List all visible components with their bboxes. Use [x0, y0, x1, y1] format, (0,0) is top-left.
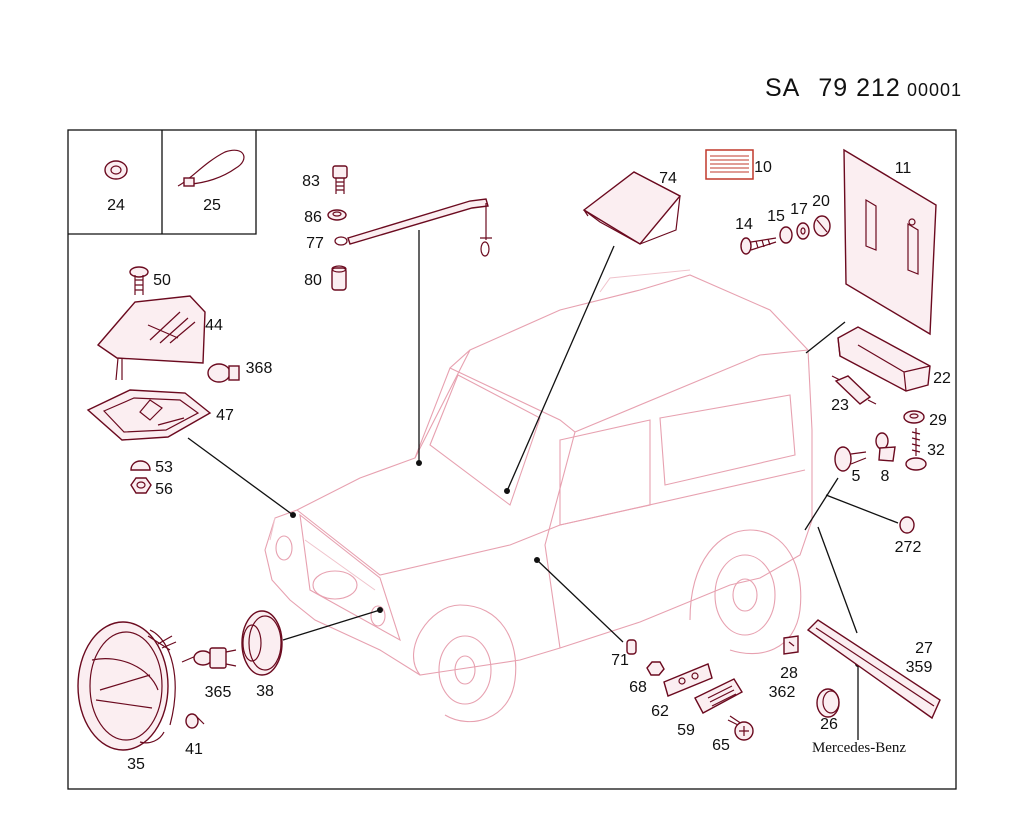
label-28: 28	[780, 665, 798, 682]
lens-gasket-47-icon	[86, 389, 212, 441]
label-14: 14	[735, 216, 753, 233]
clip-20-icon	[813, 215, 831, 237]
washer-17-icon	[796, 222, 810, 240]
label-27: 27	[915, 640, 933, 657]
bulb-365-icon	[181, 647, 237, 669]
cable-tie-25-icon	[177, 149, 245, 187]
label-65: 65	[712, 737, 730, 754]
washer-86-icon	[327, 209, 347, 221]
label-47: 47	[216, 407, 234, 424]
label-53: 53	[155, 459, 173, 476]
lamp-housing-44-icon	[96, 295, 206, 381]
label-86: 86	[304, 209, 322, 226]
label-25: 25	[203, 197, 221, 214]
label-24: 24	[107, 197, 125, 214]
emblem-strip-27-icon	[806, 619, 941, 720]
label-23: 23	[831, 397, 849, 414]
bulb-368-icon	[207, 363, 240, 383]
sleeve-80-icon	[331, 265, 347, 291]
label-29: 29	[929, 412, 947, 429]
sa-number: 79 212	[818, 74, 901, 102]
label-11: 11	[895, 160, 912, 177]
label-8: 8	[881, 468, 890, 485]
diagram-frame	[67, 129, 957, 790]
label-32: 32	[927, 442, 945, 459]
sheet-number: 00001	[907, 80, 963, 100]
label-68: 68	[629, 679, 647, 696]
label-62: 62	[651, 703, 669, 720]
label-17: 17	[790, 201, 808, 218]
screw-32-icon	[905, 428, 927, 471]
ground-cable-77-icon	[334, 198, 492, 257]
label-22: 22	[933, 370, 951, 387]
clip-8-icon	[875, 432, 896, 462]
nut-15-icon	[779, 226, 793, 244]
inset-boxes	[68, 130, 257, 235]
label-80: 80	[304, 272, 322, 289]
sa-code: SA 79 212	[765, 74, 919, 103]
roof-light-74-icon	[582, 171, 682, 245]
page-header: SA 79 212 00001	[0, 0, 1024, 110]
sa-label: SA	[765, 74, 801, 102]
brand-label: Mercedes-Benz	[812, 740, 906, 756]
festoon-bulb-23-icon	[831, 375, 877, 405]
label-44: 44	[205, 317, 223, 334]
leader-lines	[187, 230, 899, 740]
label-272: 272	[895, 539, 922, 556]
screw-14-icon	[740, 237, 777, 255]
mounting-plate-11-icon	[843, 148, 937, 336]
label-50: 50	[153, 272, 171, 289]
label-77: 77	[306, 235, 324, 252]
label-35: 35	[127, 756, 145, 773]
washer-29-icon	[903, 410, 925, 424]
vehicle-outline	[264, 269, 813, 723]
screw-50-icon	[129, 266, 149, 295]
label-365: 365	[205, 684, 232, 701]
grommet-24-icon	[104, 160, 128, 180]
clip-28-icon	[783, 635, 799, 655]
ring-38-icon	[241, 610, 283, 676]
socket-41-icon	[185, 713, 205, 729]
nut-56-icon	[130, 477, 152, 494]
holder-68-icon	[646, 661, 665, 676]
gasket-62-icon	[663, 663, 713, 697]
label-362: 362	[769, 684, 796, 701]
screw-83-icon	[332, 165, 348, 194]
label-20: 20	[812, 193, 830, 210]
lens-22-icon	[837, 326, 931, 392]
clip-53-icon	[130, 460, 151, 471]
label-71: 71	[611, 652, 629, 669]
bulb-71-icon	[626, 639, 637, 655]
screw-65-icon	[727, 715, 754, 741]
label-41: 41	[185, 741, 203, 758]
label-83: 83	[302, 173, 320, 190]
label-38: 38	[256, 683, 274, 700]
label-56: 56	[155, 481, 173, 498]
side-marker-59-icon	[694, 678, 743, 714]
headlamp-35-icon	[77, 621, 177, 751]
screw-5-icon	[834, 446, 867, 472]
label-74: 74	[659, 170, 677, 187]
label-368: 368	[246, 360, 273, 377]
label-10: 10	[754, 159, 772, 176]
grommet-272-icon	[899, 516, 915, 534]
label-5: 5	[852, 468, 861, 485]
cap-26-icon	[816, 688, 840, 718]
label-26: 26	[820, 716, 838, 733]
label-15: 15	[767, 208, 785, 225]
label-59: 59	[677, 722, 695, 739]
part-labels: 24 25 83 86 77 80 74 10 11 14 15 17 20 5…	[107, 159, 951, 773]
booklet-10-icon	[705, 149, 754, 180]
label-359: 359	[906, 659, 933, 676]
